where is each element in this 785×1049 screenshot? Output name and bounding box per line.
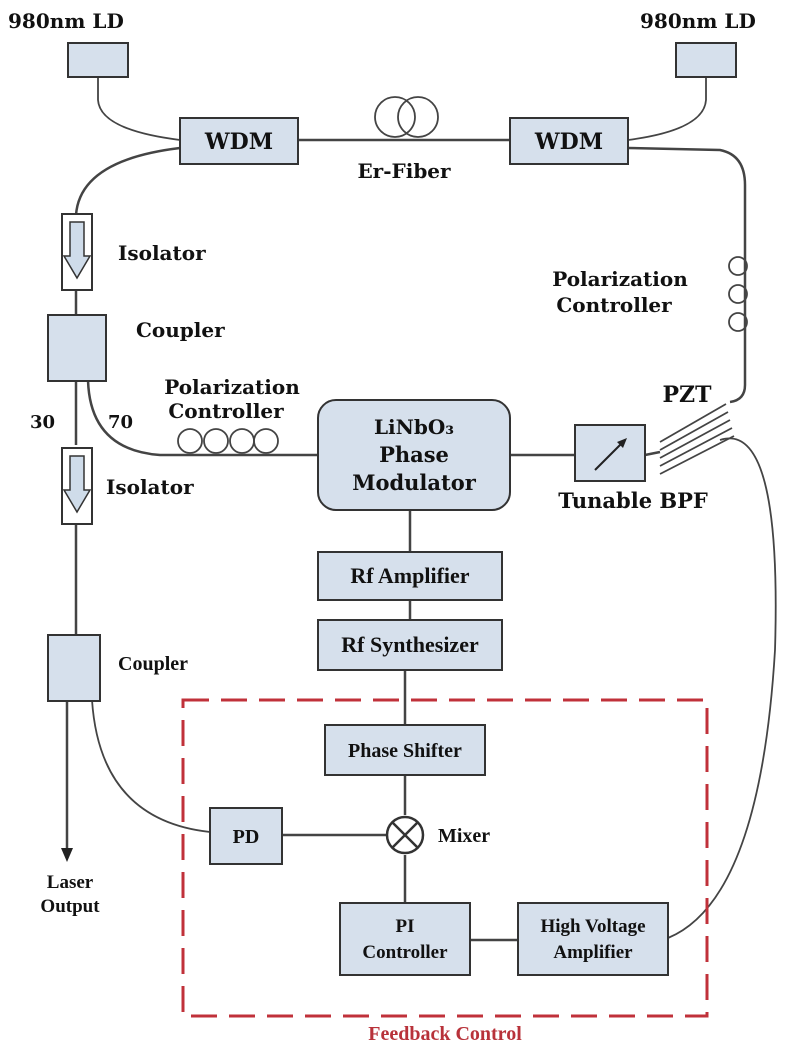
isolator-bottom-label: Isolator xyxy=(106,475,194,499)
ld-left-label: 980nm LD xyxy=(8,9,124,33)
ld-left-box xyxy=(67,42,129,78)
phase-shifter-label: Phase Shifter xyxy=(348,740,462,762)
hv-amplifier-label-1: High Voltage xyxy=(540,916,645,937)
pol-ctrl-left-coil-1 xyxy=(177,428,203,454)
port-70-label: 70 xyxy=(108,412,133,433)
tunable-bpf-arrowhead xyxy=(617,438,627,448)
pol-ctrl-left-coil-2 xyxy=(203,428,229,454)
fiber-coupler-70 xyxy=(86,379,318,457)
pi-controller-box xyxy=(339,902,471,976)
wdm-left-box xyxy=(179,117,299,165)
pol-ctrl-right-coil-2 xyxy=(728,284,748,304)
fiber-bpf-to-pzt xyxy=(644,450,661,457)
laser-output-label-2: Output xyxy=(40,896,100,917)
rf-amplifier-box xyxy=(317,551,503,601)
isolator-top-icon xyxy=(62,221,92,280)
isolator-bottom-icon xyxy=(62,455,92,514)
isolator-top-label: Isolator xyxy=(118,241,206,265)
fiber-wdm-to-isolator xyxy=(74,146,181,216)
fiber-ld-left-to-wdm xyxy=(97,75,181,141)
coupler-top-label: Coupler xyxy=(136,318,225,342)
coupler-bottom-label: Coupler xyxy=(118,653,188,675)
rf-synthesizer-label: Rf Synthesizer xyxy=(341,632,479,657)
pi-controller-label-1: PI xyxy=(396,916,415,937)
pol-ctrl-left-coil-3 xyxy=(229,428,255,454)
laser-output-arrowhead xyxy=(61,848,73,862)
pi-controller-label-2: Controller xyxy=(362,942,448,963)
phase-modulator-box xyxy=(317,399,511,511)
pol-ctrl-right-label-2: Controller xyxy=(556,293,672,317)
ld-right-box xyxy=(675,42,737,78)
er-fiber-coil-2 xyxy=(397,96,439,138)
rf-synthesizer-box xyxy=(317,619,503,671)
pzt-icon xyxy=(659,403,735,475)
hv-amplifier-box xyxy=(517,902,669,976)
feedback-control-label: Feedback Control xyxy=(368,1023,522,1045)
pd-box xyxy=(209,807,283,865)
modulator-label-3: Modulator xyxy=(352,470,476,495)
wire-hv-to-pzt xyxy=(667,437,777,939)
fiber-coupler-to-pd xyxy=(91,699,211,833)
coupler-top-box xyxy=(47,314,107,382)
port-30-label: 30 xyxy=(30,412,55,433)
er-fiber-coil-1 xyxy=(374,96,416,138)
pol-ctrl-left-label-1: Polarization xyxy=(164,375,300,399)
fiber-ld-right-to-wdm xyxy=(627,75,707,141)
pd-label: PD xyxy=(233,826,260,848)
er-fiber-label: Er-Fiber xyxy=(357,159,451,183)
ld-right-label: 980nm LD xyxy=(640,9,756,33)
hv-amplifier-label-2: Amplifier xyxy=(553,942,633,963)
mixer-icon xyxy=(385,815,425,855)
wdm-right-label: WDM xyxy=(534,129,603,155)
fiber-wdm-to-pzt xyxy=(627,146,747,404)
tunable-bpf-label: Tunable BPF xyxy=(558,488,708,513)
pzt-label: PZT xyxy=(663,382,713,408)
phase-shifter-box xyxy=(324,724,486,776)
wdm-left-label: WDM xyxy=(204,129,273,155)
laser-output-label-1: Laser xyxy=(47,872,94,893)
wdm-right-box xyxy=(509,117,629,165)
mixer-label: Mixer xyxy=(438,825,490,847)
modulator-label-2: Phase xyxy=(379,442,449,467)
feedback-control-region xyxy=(181,698,709,1018)
pol-ctrl-right-coil-3 xyxy=(728,312,748,332)
modulator-label-1: LiNbO₃ xyxy=(374,415,454,439)
rf-amplifier-label: Rf Amplifier xyxy=(350,563,469,588)
pol-ctrl-left-label-2: Controller xyxy=(168,399,284,423)
tunable-bpf-box xyxy=(574,424,646,482)
pol-ctrl-left-coil-4 xyxy=(253,428,279,454)
coupler-bottom-box xyxy=(47,634,101,702)
pol-ctrl-right-label-1: Polarization xyxy=(552,267,688,291)
pol-ctrl-right-coil-1 xyxy=(728,256,748,276)
